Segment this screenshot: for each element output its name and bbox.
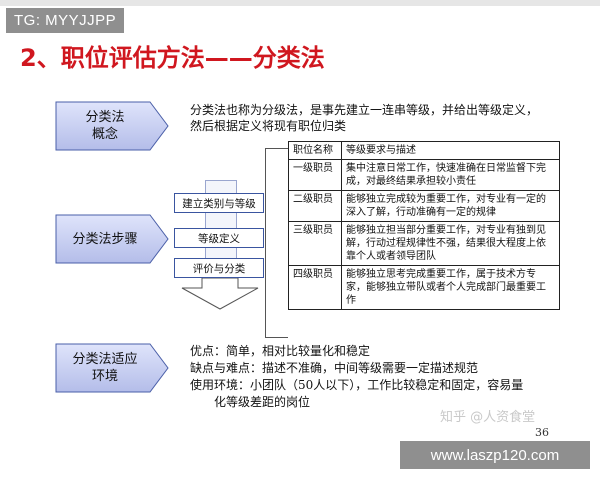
tag-label: TG: MYYJJPP (6, 8, 125, 33)
page-number: 36 (535, 426, 549, 439)
concept-label: 分类法 概念 (85, 110, 125, 142)
concept-pentagon: 分类法 概念 (55, 101, 170, 151)
level-table: 职位名称 等级要求与描述 一级职员 集中注意日常工作，快速准确在日常监督下完成，… (288, 141, 560, 310)
step-box-3: 评价与分类 (174, 258, 264, 278)
level-name: 三级职员 (288, 221, 342, 266)
pentagon-shape (55, 101, 169, 151)
env-label: 分类法适应 环境 (72, 352, 138, 384)
advantage-text: 优点：简单，相对比较量化和稳定 (190, 344, 371, 358)
bracket-line (265, 148, 288, 338)
disadvantage-text: 缺点与难点：描述不准确，中间等级需要一定描述规范 (190, 361, 479, 375)
footer-url: www.laszp120.com (400, 441, 590, 469)
step-box-2: 等级定义 (174, 228, 264, 248)
table-row: 一级职员 集中注意日常工作，快速准确在日常监督下完成，对最终结果承担较小责任 (288, 159, 560, 191)
env-description: 优点：简单，相对比较量化和稳定 缺点与难点：描述不准确，中间等级需要一定描述规范… (190, 343, 523, 411)
level-name: 四级职员 (288, 265, 342, 310)
header-cell: 等级要求与描述 (341, 141, 560, 160)
top-bar (0, 0, 600, 6)
down-arrow-icon (181, 278, 259, 310)
concept-desc-line2: 然后根据定义将现有职位归类 (190, 119, 347, 133)
pentagon-shape (55, 343, 169, 393)
level-desc: 能够独立思考完成重要工作，属于技术方专家，能够独立带队或者个人完成部门最重要工作 (341, 265, 560, 310)
concept-description: 分类法也称为分级法，是事先建立一连串等级，并给出等级定义， 然后根据定义将现有职… (190, 102, 538, 134)
usage-text-line1: 使用环境：小团队（50人以下），工作比较稳定和固定，容易量 (190, 378, 524, 392)
level-desc: 集中注意日常工作，快速准确在日常监督下完成，对最终结果承担较小责任 (341, 159, 560, 191)
env-pentagon: 分类法适应 环境 (55, 343, 170, 393)
table-row: 二级职员 能够独立完成较为重要工作，对专业有一定的深入了解，行动准确有一定的规律 (288, 190, 560, 222)
watermark: 知乎 @人资食堂 (440, 410, 536, 425)
steps-pentagon: 分类法步骤 (55, 214, 170, 264)
step-box-1: 建立类别与等级 (174, 193, 264, 213)
concept-desc-line1: 分类法也称为分级法，是事先建立一连串等级，并给出等级定义， (190, 103, 539, 117)
level-desc: 能够独立担当部分重要工作，对专业有独到见解，行动过程规律性不强，结果很大程度上依… (341, 221, 560, 266)
steps-label: 分类法步骤 (72, 231, 138, 247)
pentagon-shape (55, 214, 169, 264)
level-name: 二级职员 (288, 190, 342, 222)
level-name: 一级职员 (288, 159, 342, 191)
table-header-row: 职位名称 等级要求与描述 (288, 141, 560, 160)
page-title: 2、职位评估方法——分类法 (20, 44, 325, 72)
table-row: 三级职员 能够独立担当部分重要工作，对专业有独到见解，行动过程规律性不强，结果很… (288, 221, 560, 266)
table-row: 四级职员 能够独立思考完成重要工作，属于技术方专家，能够独立带队或者个人完成部门… (288, 265, 560, 310)
usage-text-line2: 化等级差距的岗位 (214, 395, 311, 409)
header-cell: 职位名称 (288, 141, 342, 160)
level-desc: 能够独立完成较为重要工作，对专业有一定的深入了解，行动准确有一定的规律 (341, 190, 560, 222)
